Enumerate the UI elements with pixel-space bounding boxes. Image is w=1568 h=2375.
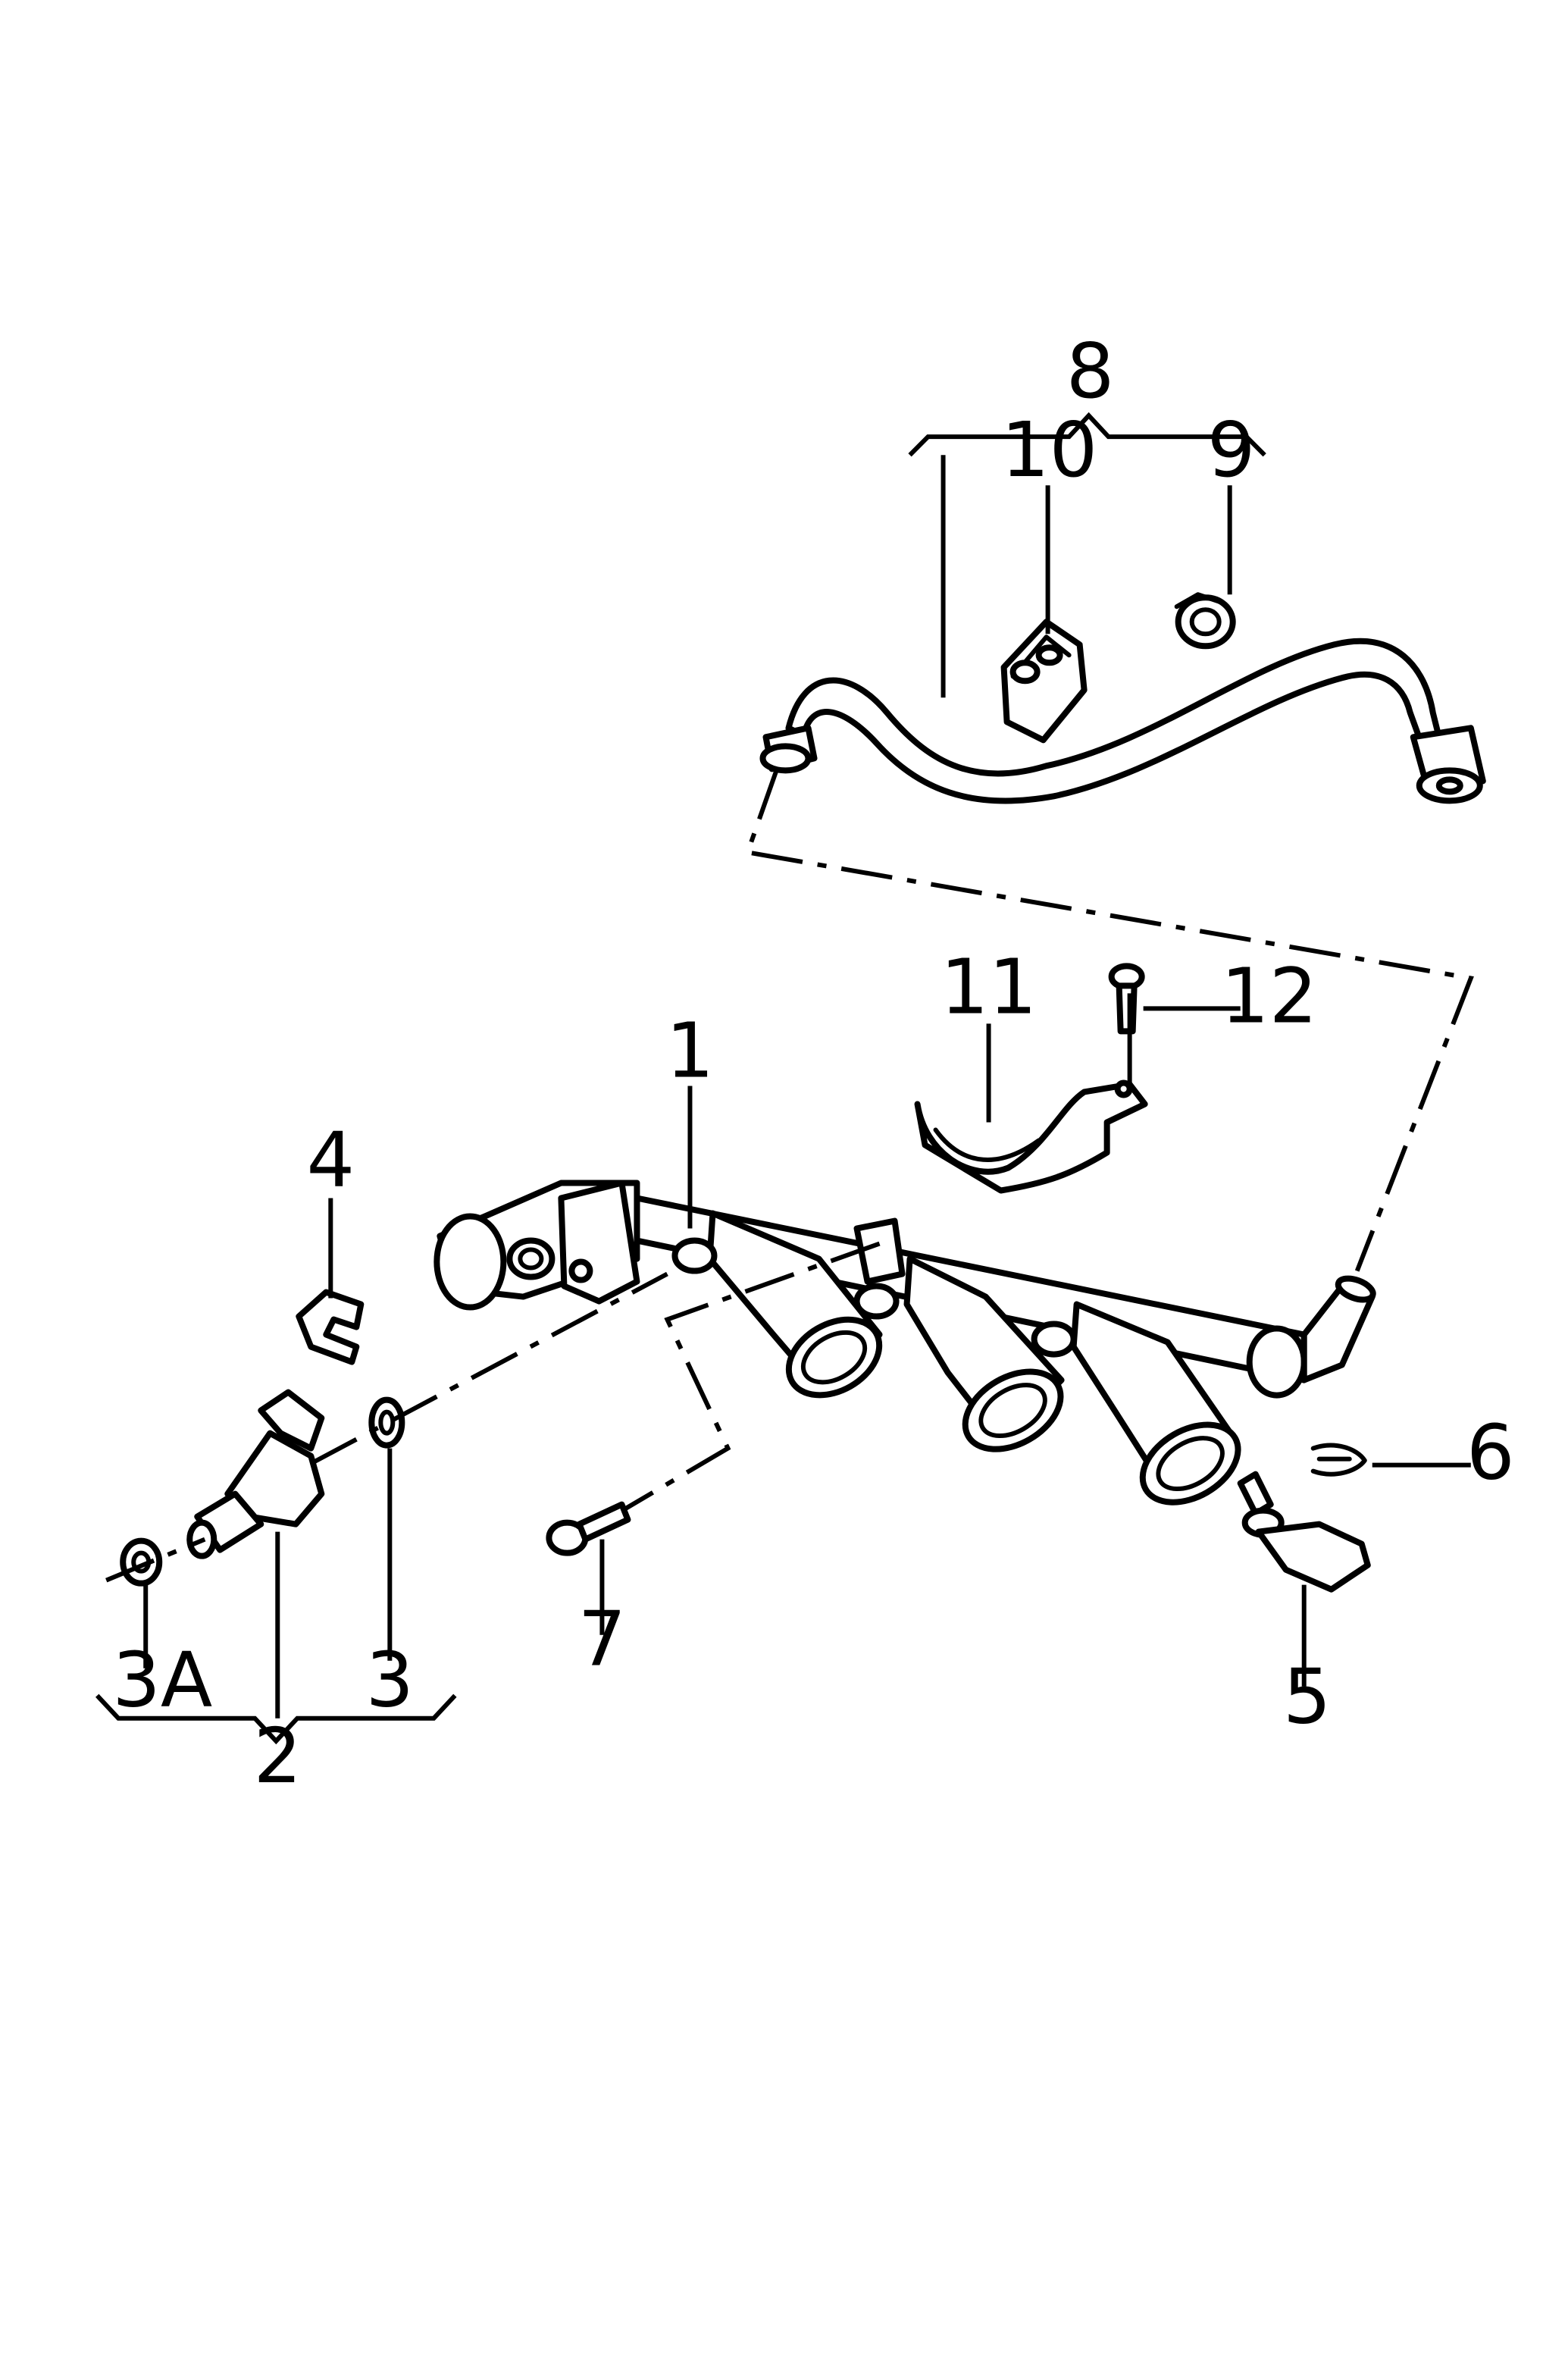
bracket-2 xyxy=(95,1694,457,1745)
callout-7: 7 xyxy=(578,1595,627,1684)
bracket-8 xyxy=(908,412,1266,457)
screw-12[interactable] xyxy=(1108,963,1145,1035)
temperature-sensor-5[interactable] xyxy=(1237,1471,1371,1593)
coolant-pipe[interactable] xyxy=(433,1180,1376,1518)
seal-ring-3[interactable] xyxy=(368,1396,405,1449)
callout-10: 10 xyxy=(1001,406,1097,494)
callout-labels: 8 10 9 11 12 1 4 6 7 5 3A 3 2 xyxy=(112,327,1514,1800)
callout-8: 8 xyxy=(1066,327,1115,415)
callout-3a: 3A xyxy=(112,1636,212,1725)
bolt-7[interactable] xyxy=(546,1501,631,1556)
callout-11: 11 xyxy=(940,942,1037,1031)
temperature-sender-2[interactable] xyxy=(186,1389,325,1559)
retaining-clip-4[interactable] xyxy=(296,1289,365,1365)
hose-clamp-9[interactable] xyxy=(1174,592,1236,650)
callout-2: 2 xyxy=(253,1712,302,1800)
callout-9: 9 xyxy=(1207,406,1256,494)
leader-lines xyxy=(143,455,1471,1719)
callout-1: 1 xyxy=(666,1006,715,1095)
spring-clip-6[interactable] xyxy=(1310,1443,1367,1477)
callout-4: 4 xyxy=(306,1115,355,1204)
callout-12: 12 xyxy=(1221,951,1317,1040)
hose-clip-10[interactable] xyxy=(1000,619,1088,744)
callout-5: 5 xyxy=(1283,1653,1332,1741)
callout-6: 6 xyxy=(1466,1408,1515,1497)
pipe-bracket[interactable] xyxy=(914,1079,1148,1194)
assembly-lines xyxy=(105,769,1474,1583)
callout-3: 3 xyxy=(366,1636,415,1725)
coolant-hose[interactable] xyxy=(759,638,1486,804)
